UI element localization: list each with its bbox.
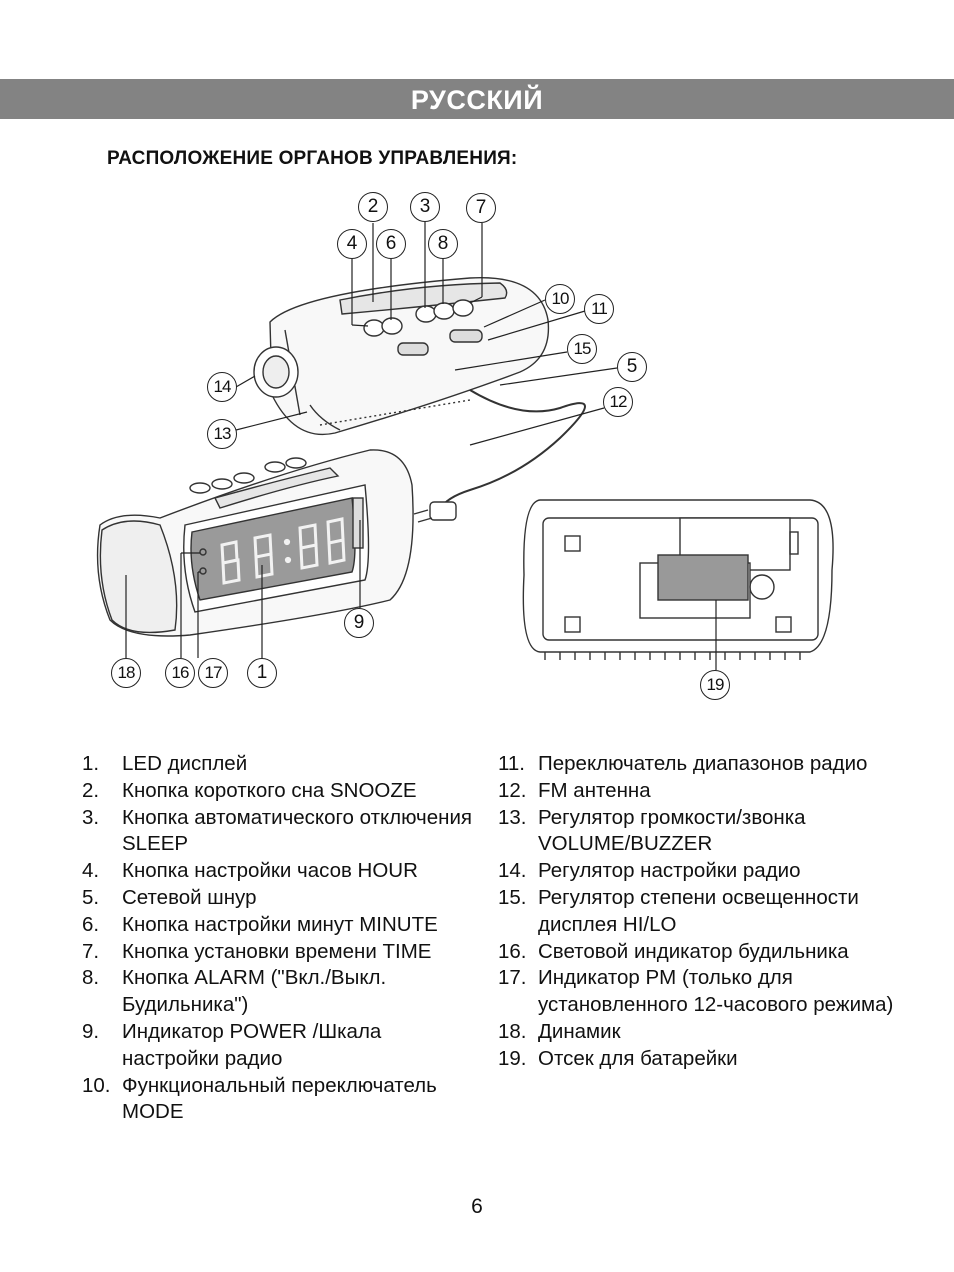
callout-17: 17 — [198, 658, 228, 688]
item-number: 4. — [82, 859, 100, 883]
item-text: Сетевой шнур — [122, 885, 257, 909]
battery-compartment-view — [522, 499, 834, 660]
item-text: Кнопка ALARM ("Вкл./Выкл. Будильника") — [122, 966, 387, 1017]
item-text: Кнопка настройки минут MINUTE — [122, 912, 438, 936]
list-item: 19. Отсек для батарейки — [498, 1046, 898, 1073]
item-text: Индикатор POWER /Шкала настройки радио — [122, 1019, 382, 1070]
callout-2: 2 — [358, 192, 388, 222]
leader-lines — [125, 222, 717, 670]
item-text: Переключатель диапазонов радио — [538, 752, 868, 775]
callout-6: 6 — [376, 229, 406, 259]
clock-illustration — [96, 222, 834, 670]
callout-10: 10 — [545, 284, 575, 314]
list-item: 18. Динамик — [498, 1019, 898, 1046]
item-number: 16. — [498, 939, 527, 963]
item-number: 8. — [82, 966, 100, 990]
list-item: 3. Кнопка автоматического отключения SLEE… — [82, 805, 477, 859]
list-item: 2. Кнопка короткого сна SNOOZE — [82, 778, 477, 805]
item-number: 17. — [498, 966, 527, 990]
item-text: Динамик — [538, 1019, 621, 1043]
callout-19: 19 — [700, 670, 730, 700]
callout-5: 5 — [617, 352, 647, 382]
section-title: РАСПОЛОЖЕНИЕ ОРГАНОВ УПРАВЛЕНИЯ: — [107, 148, 518, 169]
list-item: 15. Регулятор степени освещенности диспле… — [498, 885, 898, 939]
list-item: 12. FM антенна — [498, 778, 898, 805]
item-number: 6. — [82, 912, 100, 936]
clock-top-view — [253, 276, 586, 523]
item-number: 2. — [82, 778, 100, 802]
callout-3: 3 — [410, 192, 440, 222]
list-item: 14. Регулятор настройки радио — [498, 858, 898, 885]
callout-13: 13 — [207, 419, 237, 449]
item-number: 19. — [498, 1046, 527, 1070]
legend-list-left: 1. LED дисплей 2. Кнопка короткого сна SNO… — [82, 751, 477, 1126]
item-text: Регулятор громкости/звонка VOLUME/BUZZER — [538, 805, 806, 856]
item-text: Функциональный переключатель MODE — [122, 1073, 437, 1124]
callout-1: 1 — [247, 658, 277, 688]
callout-7: 7 — [466, 193, 496, 223]
list-item: 4. Кнопка настройки часов HOUR — [82, 858, 477, 885]
item-number: 13. — [498, 805, 527, 829]
callout-18: 18 — [111, 658, 141, 688]
item-number: 15. — [498, 885, 527, 909]
item-text: Кнопка автоматического отключения SLEEP — [122, 805, 473, 856]
callout-4: 4 — [337, 229, 367, 259]
callout-12: 12 — [603, 387, 633, 417]
callout-14: 14 — [207, 372, 237, 402]
legend-list-right: 11. Переключатель диапазонов радио 12. FM … — [498, 751, 898, 1073]
item-text: Регулятор настройки радио — [538, 859, 801, 883]
led-display-digits — [220, 517, 346, 585]
item-number: 18. — [498, 1019, 527, 1043]
item-text: Индикатор PM (только для установленного … — [538, 966, 894, 1017]
item-text: Световой индикатор будильника — [538, 939, 849, 963]
item-text: FM антенна — [538, 778, 651, 802]
item-number: 1. — [82, 752, 100, 775]
list-item: 8. Кнопка ALARM ("Вкл./Выкл. Будильника") — [82, 965, 477, 1019]
item-number: 7. — [82, 939, 100, 963]
callout-15: 15 — [567, 334, 597, 364]
list-item: 10. Функциональный переключатель MODE — [82, 1073, 477, 1127]
language-header: РУССКИЙ — [0, 79, 954, 119]
list-item: 7. Кнопка установки времени TIME — [82, 939, 477, 966]
callout-9: 9 — [344, 608, 374, 638]
item-text: Регулятор степени освещенности дисплея H… — [538, 885, 859, 936]
list-item: 11. Переключатель диапазонов радио — [498, 751, 898, 778]
item-text: Кнопка установки времени TIME — [122, 939, 432, 963]
list-item: 16. Световой индикатор будильника — [498, 939, 898, 966]
item-text: Кнопка настройки часов HOUR — [122, 859, 418, 883]
item-number: 9. — [82, 1019, 100, 1043]
item-text: LED дисплей — [122, 752, 248, 775]
callout-16: 16 — [165, 658, 195, 688]
callout-8: 8 — [428, 229, 458, 259]
item-text: Отсек для батарейки — [538, 1046, 738, 1070]
callout-11: 11 — [584, 294, 614, 324]
item-number: 10. — [82, 1073, 111, 1097]
item-number: 12. — [498, 778, 527, 802]
controls-diagram: 2 3 7 4 6 8 10 11 15 5 12 14 13 9 18 16 … — [0, 180, 954, 710]
item-text: Кнопка короткого сна SNOOZE — [122, 778, 417, 802]
list-item: 5. Сетевой шнур — [82, 885, 477, 912]
list-item: 9. Индикатор POWER /Шкала настройки радио — [82, 1019, 477, 1073]
item-number: 11. — [498, 752, 525, 775]
list-item: 13. Регулятор громкости/звонка VOLUME/BUZ… — [498, 805, 898, 859]
page-number: 6 — [471, 1195, 483, 1218]
list-item: 17. Индикатор PM (только для установленно… — [498, 965, 898, 1019]
item-number: 5. — [82, 885, 100, 909]
list-item: 6. Кнопка настройки минут MINUTE — [82, 912, 477, 939]
item-number: 14. — [498, 859, 527, 883]
clock-front-view — [96, 449, 414, 637]
list-item: 1. LED дисплей — [82, 751, 477, 778]
item-number: 3. — [82, 805, 100, 829]
